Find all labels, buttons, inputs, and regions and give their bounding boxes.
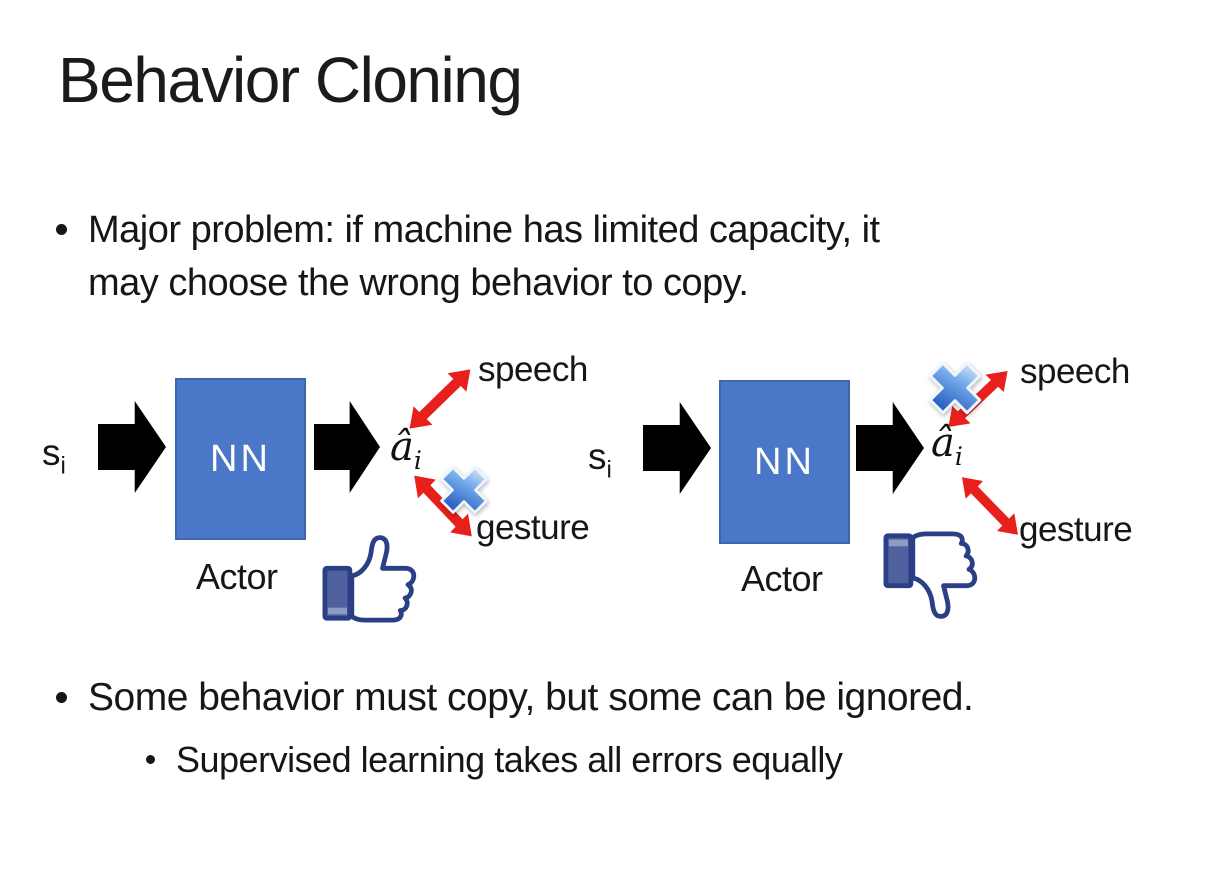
bullet-line: Supervised learning takes all errors equ… [176, 739, 843, 780]
action-symbol: â [390, 424, 414, 470]
state-subscript: i [60, 452, 66, 480]
left-gesture-double-arrow-icon [414, 475, 472, 537]
right-gesture-double-arrow-icon [962, 477, 1018, 535]
right-cross-out-icon [928, 361, 982, 415]
right-branch-gesture-label: gesture [1019, 510, 1133, 549]
left-output-action: âi [390, 424, 422, 475]
bullet-some-behavior: Some behavior must copy, but some can be… [42, 672, 974, 724]
bullet-major-problem: Major problem: if machine has limited ca… [42, 204, 880, 310]
action-subscript: i [413, 446, 422, 475]
page-title: Behavior Cloning [58, 44, 523, 116]
action-symbol: â [931, 420, 955, 466]
bullet-list-top: Major problem: if machine has limited ca… [42, 204, 880, 310]
right-nn-box: NN [719, 380, 850, 544]
nn-label: NN [754, 440, 815, 483]
right-output-action: âi [931, 420, 963, 471]
right-input-state: si [588, 436, 612, 484]
left-nn-box: NN [175, 378, 306, 540]
state-subscript: i [606, 456, 612, 484]
bullet-supervised-learning: Supervised learning takes all errors equ… [130, 736, 843, 784]
nn-label: NN [210, 437, 271, 480]
right-actor-label: Actor [741, 558, 823, 599]
state-symbol: s [588, 436, 607, 477]
left-branch-speech-label: speech [478, 350, 588, 389]
thumbs-up-icon [322, 535, 417, 623]
left-branch-gesture-label: gesture [476, 508, 590, 547]
left-output-arrow-icon [314, 401, 380, 493]
bullet-line: Some behavior must copy, but some can be… [88, 676, 974, 719]
left-speech-double-arrow-icon [409, 369, 471, 429]
right-branch-speech-label: speech [1020, 352, 1130, 391]
left-input-arrow-icon [98, 401, 166, 493]
thumbs-down-icon [883, 531, 978, 619]
action-subscript: i [954, 442, 963, 471]
left-cross-out-icon [440, 466, 488, 514]
left-input-state: si [42, 432, 66, 480]
right-input-arrow-icon [643, 402, 711, 494]
bullet-list-bottom: Some behavior must copy, but some can be… [42, 672, 974, 724]
bullet-line: may choose the wrong behavior to copy. [88, 262, 749, 304]
left-actor-label: Actor [196, 556, 278, 597]
state-symbol: s [42, 432, 61, 473]
right-output-arrow-icon [856, 402, 924, 494]
bullet-line: Major problem: if machine has limited ca… [88, 209, 880, 251]
sub-bullet-list: Supervised learning takes all errors equ… [130, 736, 843, 784]
